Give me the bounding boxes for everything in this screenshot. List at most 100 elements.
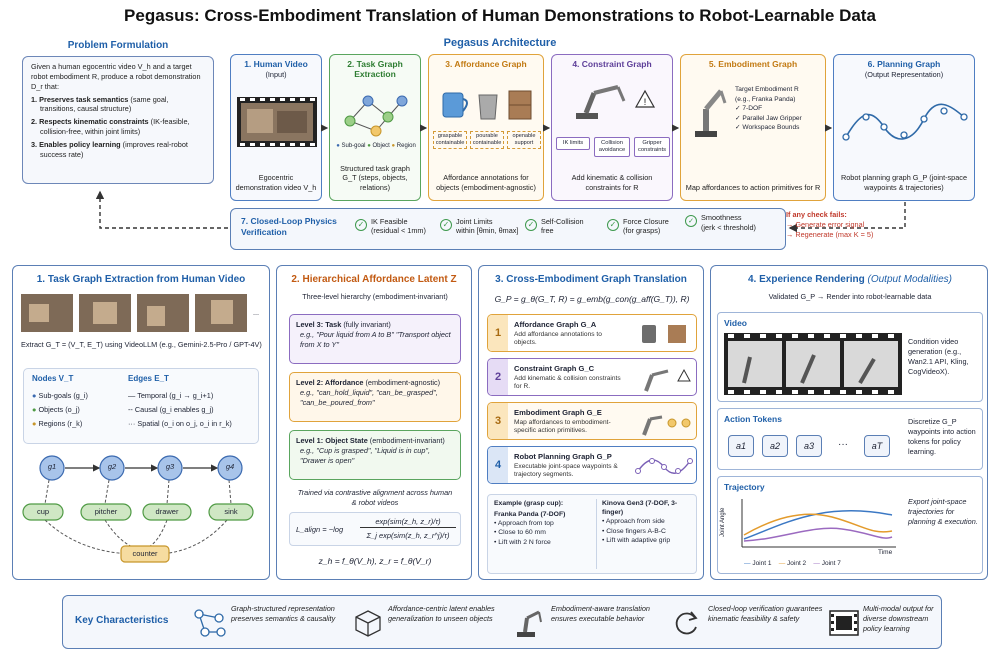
check-icon: ✓ — [525, 219, 537, 231]
example-title: Example (grasp cup): — [494, 500, 564, 507]
robot-arm-icon — [695, 89, 727, 137]
check-icon: ✓ — [685, 215, 697, 227]
traj-title: Trajectory — [724, 482, 765, 492]
trajectory-line — [743, 510, 893, 540]
constraint-tag: Gripper constraints — [634, 137, 670, 157]
video-output: Video Condition video generation (e.g., … — [717, 312, 983, 402]
key-item: Affordance-centric latent enables genera… — [388, 604, 495, 623]
legend-region: Region — [396, 143, 416, 149]
stage-embodiment-graph: 5. Embodiment Graph Target Embodiment R … — [680, 54, 826, 201]
video-filmstrip-icon — [237, 97, 317, 147]
stage-caption: Add kinematic & collision constraints fo… — [571, 173, 653, 192]
traj-legend: — Joint 1 — Joint 2 — Joint 7 — [744, 560, 841, 567]
goal-node: g1 — [47, 462, 57, 471]
action-tokens-output: Action Tokens a1 a2 a3 ··· aT Discretize… — [717, 408, 983, 470]
robot-arm-icon — [644, 368, 691, 392]
embodiment-spec: (e.g., Franka Panda) — [735, 95, 796, 103]
trajectory-output: Trajectory Joint Angle Time — Joint 1 — … — [717, 476, 983, 574]
tokens-title: Action Tokens — [724, 414, 782, 424]
task-graph-diagram — [22, 455, 254, 563]
check-icon: ✓ — [440, 219, 452, 231]
traj-ylabel: Joint Angle — [720, 507, 726, 537]
node-type: Sub-goals (g_i) — [38, 391, 88, 400]
problem-item: 3. Enables policy learning (improves rea… — [31, 139, 188, 159]
fail-item: → Regenerate (max K = 5) — [786, 229, 874, 239]
goal-node: g4 — [225, 462, 235, 471]
stage-constraint-graph: 4. Constraint Graph ! IK limits Collisio… — [551, 54, 673, 201]
check-icon: ✓ — [607, 219, 619, 231]
level-box: Level 1: Object State (embodiment-invari… — [289, 430, 461, 480]
panel-subtitle: Three-level hierarchy (embodiment-invari… — [302, 292, 448, 301]
robot-name: Kinova Gen3 (7-DOF, 3-finger) — [602, 500, 678, 517]
affordance-latent-panel: 2. Hierarchical Affordance Latent Z Thre… — [276, 265, 472, 580]
key-item: Closed-loop verification guarantees kine… — [708, 604, 823, 623]
affordance-tag: openable support — [507, 131, 541, 149]
stage-title: 1. Human Video — [244, 59, 308, 69]
stage-title: 4. Constraint Graph — [572, 59, 652, 69]
key-characteristics: Key Characteristics Graph-structured rep… — [62, 595, 942, 649]
architecture-title: Pegasus Architecture — [443, 37, 557, 49]
robot-arm-icon — [517, 610, 542, 637]
panel-title: 1. Task Graph Extraction from Human Vide… — [36, 274, 246, 285]
problem-item: 2. Respects kinematic constraints (IK-fe… — [31, 117, 190, 137]
translation-formula: G_P = g_θ(G_T, R) = g_emb(g_con(g_aff(G_… — [494, 294, 690, 304]
trajectory-icon — [635, 458, 693, 474]
legend-subgoal: Sub-goal — [341, 143, 366, 149]
trained-text: Trained via contrastive alignment across… — [297, 488, 453, 507]
check-icon: ✓ — [355, 219, 367, 231]
cube-icon — [355, 610, 381, 637]
stage-planning-graph: 6. Planning Graph (Output Representation… — [833, 54, 975, 201]
graph-icon — [194, 609, 226, 637]
stage-caption: Robot planning graph G_P (joint-space wa… — [840, 173, 968, 192]
level-box: Level 3: Task (fully invariant) e.g., "P… — [289, 314, 461, 364]
stage-title: 6. Planning Graph — [867, 59, 941, 69]
level-box: Level 2: Affordance (embodiment-agnostic… — [289, 372, 461, 422]
stage-subtitle: (Output Representation) — [864, 69, 944, 79]
edge-type: Causal (g_i enables g_j) — [134, 404, 214, 414]
example-box: Example (grasp cup): Franka Panda (7-DOF… — [487, 494, 697, 574]
refresh-icon — [675, 611, 698, 635]
trajectory-line — [743, 513, 893, 536]
check-item: ✓Force Closure(for grasps) — [607, 217, 669, 236]
traj-desc: Export joint-space trajectories for plan… — [908, 497, 978, 526]
encoder-formula: z_h = f_θ(V_h), z_r = f_θ(V_r) — [318, 556, 432, 566]
panel-title: 3. Cross-Embodiment Graph Translation — [495, 274, 687, 285]
panel-title-wrap: 4. Experience Rendering (Output Modaliti… — [711, 274, 989, 285]
stage-title: 3. Affordance Graph — [445, 59, 527, 69]
embodiment-spec: Target Embodiment R — [735, 86, 799, 93]
more-frames: ... — [253, 308, 260, 317]
token-ellipsis: ··· — [838, 439, 848, 450]
video-filmstrip-icon — [724, 333, 902, 395]
stage-caption: Structured task graph G_T (steps, object… — [340, 163, 410, 192]
problem-title: Problem Formulation — [67, 40, 169, 51]
stage-human-video: 1. Human Video (Input) Egocentric demons… — [230, 54, 322, 201]
check-item: ✓Smoothness(jerk < threshold) — [685, 213, 756, 233]
translation-step: 2 Constraint Graph G_C Add kinematic & c… — [487, 358, 697, 396]
trajectory-icon — [842, 103, 968, 141]
stage-affordance-graph: 3. Affordance Graph graspable containabl… — [428, 54, 544, 201]
video-frames — [21, 294, 247, 332]
constraint-tag: Collision avoidance — [594, 137, 630, 157]
loss-formula: L_align = −log exp(sim(z_h, z_r)/τ) Σ_j … — [289, 512, 461, 546]
region-node: counter — [132, 549, 158, 558]
cup-icon — [642, 325, 686, 343]
edges-title: Edges E_T — [128, 374, 169, 383]
legend-object: Object — [372, 143, 390, 149]
nodes-edges-legend: Nodes V_T ● Sub-goals (g_i) ● Objects (o… — [23, 368, 259, 444]
translation-step: 1 Affordance Graph G_A Add affordance an… — [487, 314, 697, 352]
verification-box: 7. Closed-Loop Physics Verification ✓IK … — [230, 208, 786, 250]
stage-caption: Affordance annotations for objects (embo… — [436, 173, 536, 192]
svg-text:!: ! — [644, 97, 647, 107]
affordance-tag: pourable containable — [470, 131, 504, 149]
verification-title: 7. Closed-Loop Physics Verification — [241, 216, 337, 237]
edge-type: Spatial (o_i on o_j, o_i in r_k) — [137, 418, 232, 428]
panel-title: 4. Experience Rendering — [748, 274, 865, 285]
key-item: Graph-structured representation preserve… — [231, 604, 336, 623]
tokens-desc: Discretize G_P waypoints into action tok… — [908, 417, 976, 456]
key-item: Embodiment-aware translation ensures exe… — [551, 604, 650, 623]
robot-name: Franka Panda (7-DOF) — [494, 511, 566, 518]
trajectory-plot — [741, 499, 896, 548]
